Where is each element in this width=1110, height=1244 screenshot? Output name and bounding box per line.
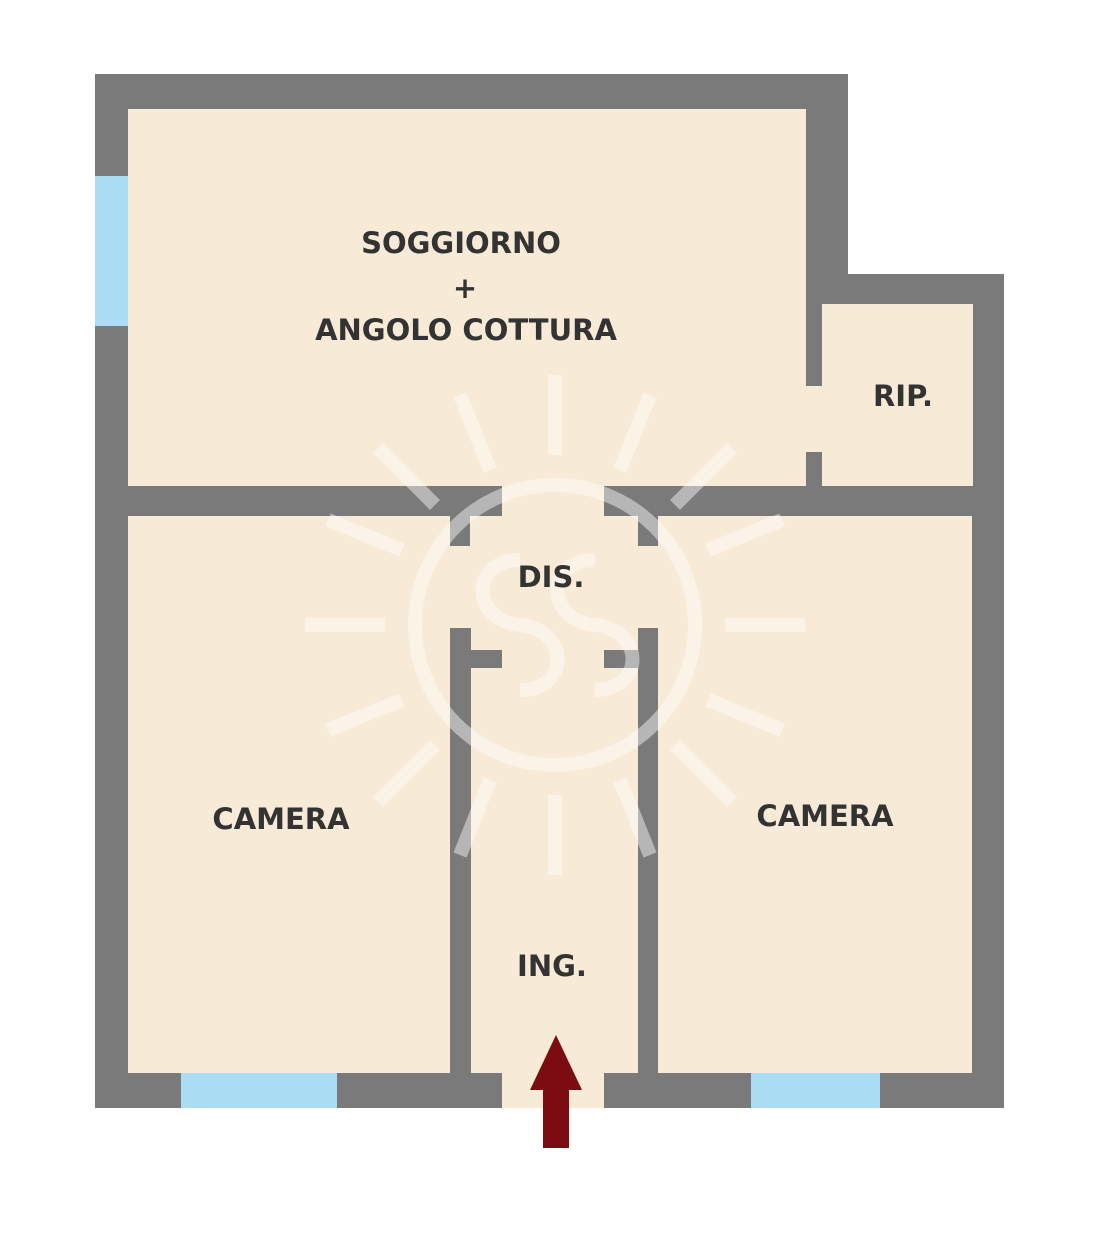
floor-bedroom-left [128, 516, 450, 1073]
jamb-right-lower-arm [604, 650, 658, 668]
door-opening-storage [805, 386, 823, 452]
jamb-left-upper-post [450, 500, 470, 546]
door-opening-bedroom-left [450, 546, 472, 628]
window-living-left [95, 176, 128, 326]
entrance-label: ING. [517, 949, 587, 983]
windows [95, 176, 880, 1108]
jamb-right-lower [638, 628, 658, 650]
jamb-left-lower [450, 628, 470, 650]
bedroom-left-label: CAMERA [212, 802, 350, 836]
door-jambs [450, 500, 658, 668]
floor-hall-entrance [450, 486, 658, 1108]
window-bedroom-right [751, 1073, 880, 1108]
bedroom-right-label: CAMERA [756, 799, 894, 833]
living-label-line3: ANGOLO COTTURA [315, 313, 617, 347]
up-arrow-icon [530, 1035, 582, 1148]
floor-living [128, 109, 806, 486]
sun-logo-icon [305, 375, 805, 875]
jamb-right-upper-post [638, 500, 658, 546]
door-opening-bedroom-right [636, 546, 658, 628]
living-label-line2: + [453, 271, 477, 305]
floors [128, 109, 973, 1108]
storage-label: RIP. [873, 379, 933, 413]
jamb-left-lower-arm [450, 650, 502, 668]
living-label-line1: SOGGIORNO [361, 226, 561, 260]
floor-storage [822, 304, 973, 486]
floor-bedroom-right [658, 516, 972, 1073]
hall-label: DIS. [518, 560, 585, 594]
window-bedroom-left [181, 1073, 337, 1108]
